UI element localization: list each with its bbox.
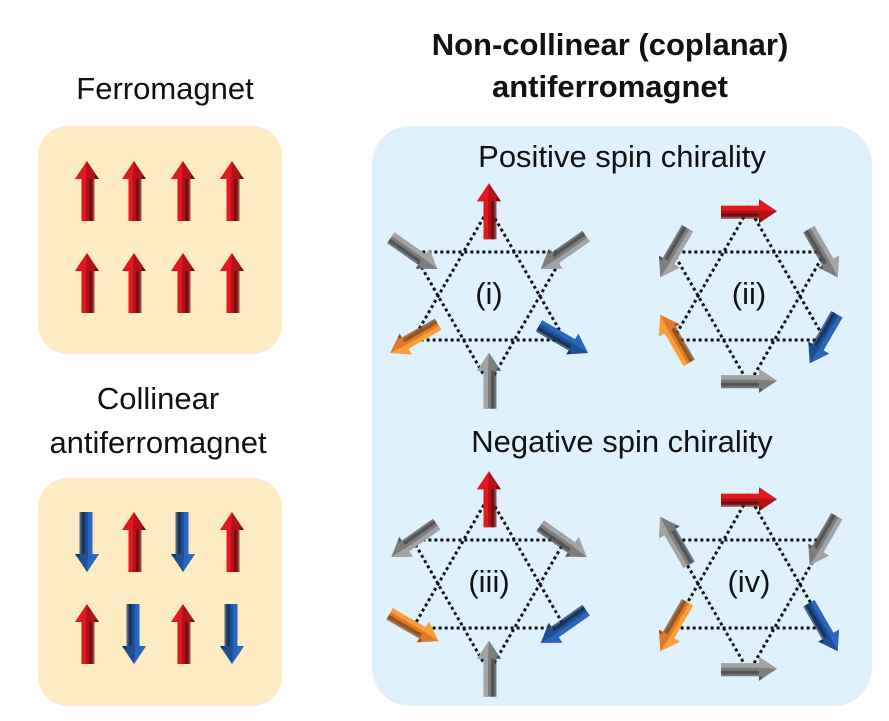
config-ii-spin-arrow-2 bbox=[808, 311, 843, 364]
config-ii-spin-arrow-4 bbox=[658, 314, 695, 366]
config-iv-spin-arrow-2 bbox=[803, 600, 840, 652]
config-i-spin-arrow-2 bbox=[535, 320, 588, 355]
config-ii-triangle-1 bbox=[670, 250, 828, 388]
config-iv-spin-arrow-3 bbox=[721, 656, 777, 681]
afm-up-arrow-1-0 bbox=[75, 604, 99, 664]
config-iv-spin-arrow-4 bbox=[658, 599, 694, 652]
config-iii-spin-arrow-3 bbox=[477, 640, 501, 697]
config-ii-spin-arrow-5 bbox=[658, 225, 694, 278]
ferro-up-arrow-0-1 bbox=[122, 161, 146, 221]
ferro-up-arrow-1-1 bbox=[122, 253, 146, 313]
ferro-up-arrow-0-2 bbox=[171, 161, 195, 221]
config-ii-spin-arrow-3 bbox=[721, 368, 777, 393]
config-iii-spin-arrow-2 bbox=[540, 604, 590, 644]
config-i-triangle-1 bbox=[410, 250, 568, 388]
collinear-label-line2: antiferromagnet bbox=[49, 425, 267, 460]
config-ii-spin-arrow-0 bbox=[721, 199, 777, 224]
config-ii-spin-arrow-1 bbox=[803, 226, 840, 278]
ferromagnet-panel bbox=[38, 126, 282, 354]
collinear-label-line1: Collinear bbox=[96, 381, 220, 416]
config-i-triangle-0 bbox=[410, 204, 568, 342]
noncollinear-title-line1: Non-collinear (coplanar) bbox=[431, 27, 789, 62]
config-i-spin-arrow-4 bbox=[390, 318, 442, 355]
afm-up-arrow-1-2 bbox=[171, 604, 195, 664]
config-iv-spin-arrow-0 bbox=[721, 487, 777, 512]
collinear-panel bbox=[38, 478, 282, 706]
noncollinear-panel bbox=[372, 126, 872, 706]
config-iv-spin-arrow-5 bbox=[658, 516, 695, 568]
config-iii-spin-arrow-0 bbox=[477, 471, 501, 528]
config-iv-triangle-0 bbox=[670, 492, 828, 630]
config-label-iv: (iv) bbox=[727, 564, 771, 599]
afm-down-arrow-1-1 bbox=[122, 604, 146, 664]
afm-down-arrow-0-0 bbox=[75, 512, 99, 572]
ferro-up-arrow-1-3 bbox=[220, 253, 244, 313]
config-iii-triangle-1 bbox=[410, 538, 568, 676]
afm-down-arrow-0-2 bbox=[171, 512, 195, 572]
afm-down-arrow-1-3 bbox=[220, 604, 244, 664]
negative-chirality-label: Negative spin chirality bbox=[471, 424, 773, 459]
config-iii-triangle-0 bbox=[410, 492, 568, 630]
config-i-spin-arrow-3 bbox=[477, 352, 501, 409]
ferro-up-arrow-0-3 bbox=[220, 161, 244, 221]
afm-up-arrow-0-3 bbox=[220, 512, 244, 572]
config-iii-spin-arrow-1 bbox=[536, 520, 587, 558]
ferro-up-arrow-1-0 bbox=[75, 253, 99, 313]
config-i-spin-arrow-5 bbox=[387, 232, 438, 270]
ferromagnet-label: Ferromagnet bbox=[76, 71, 254, 106]
config-label-iii: (iii) bbox=[468, 564, 510, 599]
config-ii-triangle-0 bbox=[670, 204, 828, 342]
noncollinear-title-line2: antiferromagnet bbox=[492, 69, 728, 104]
ferro-up-arrow-0-0 bbox=[75, 161, 99, 221]
config-label-i: (i) bbox=[475, 276, 503, 311]
config-iv-triangle-1 bbox=[670, 538, 828, 676]
config-label-ii: (ii) bbox=[731, 276, 767, 311]
config-i-spin-arrow-1 bbox=[540, 230, 590, 270]
config-iii-spin-arrow-5 bbox=[391, 518, 441, 558]
ferro-up-arrow-1-2 bbox=[171, 253, 195, 313]
afm-up-arrow-0-1 bbox=[122, 512, 146, 572]
positive-chirality-label: Positive spin chirality bbox=[478, 139, 766, 174]
config-iii-spin-arrow-4 bbox=[386, 608, 439, 643]
config-iv-spin-arrow-1 bbox=[808, 513, 843, 566]
config-i-spin-arrow-0 bbox=[477, 183, 501, 240]
